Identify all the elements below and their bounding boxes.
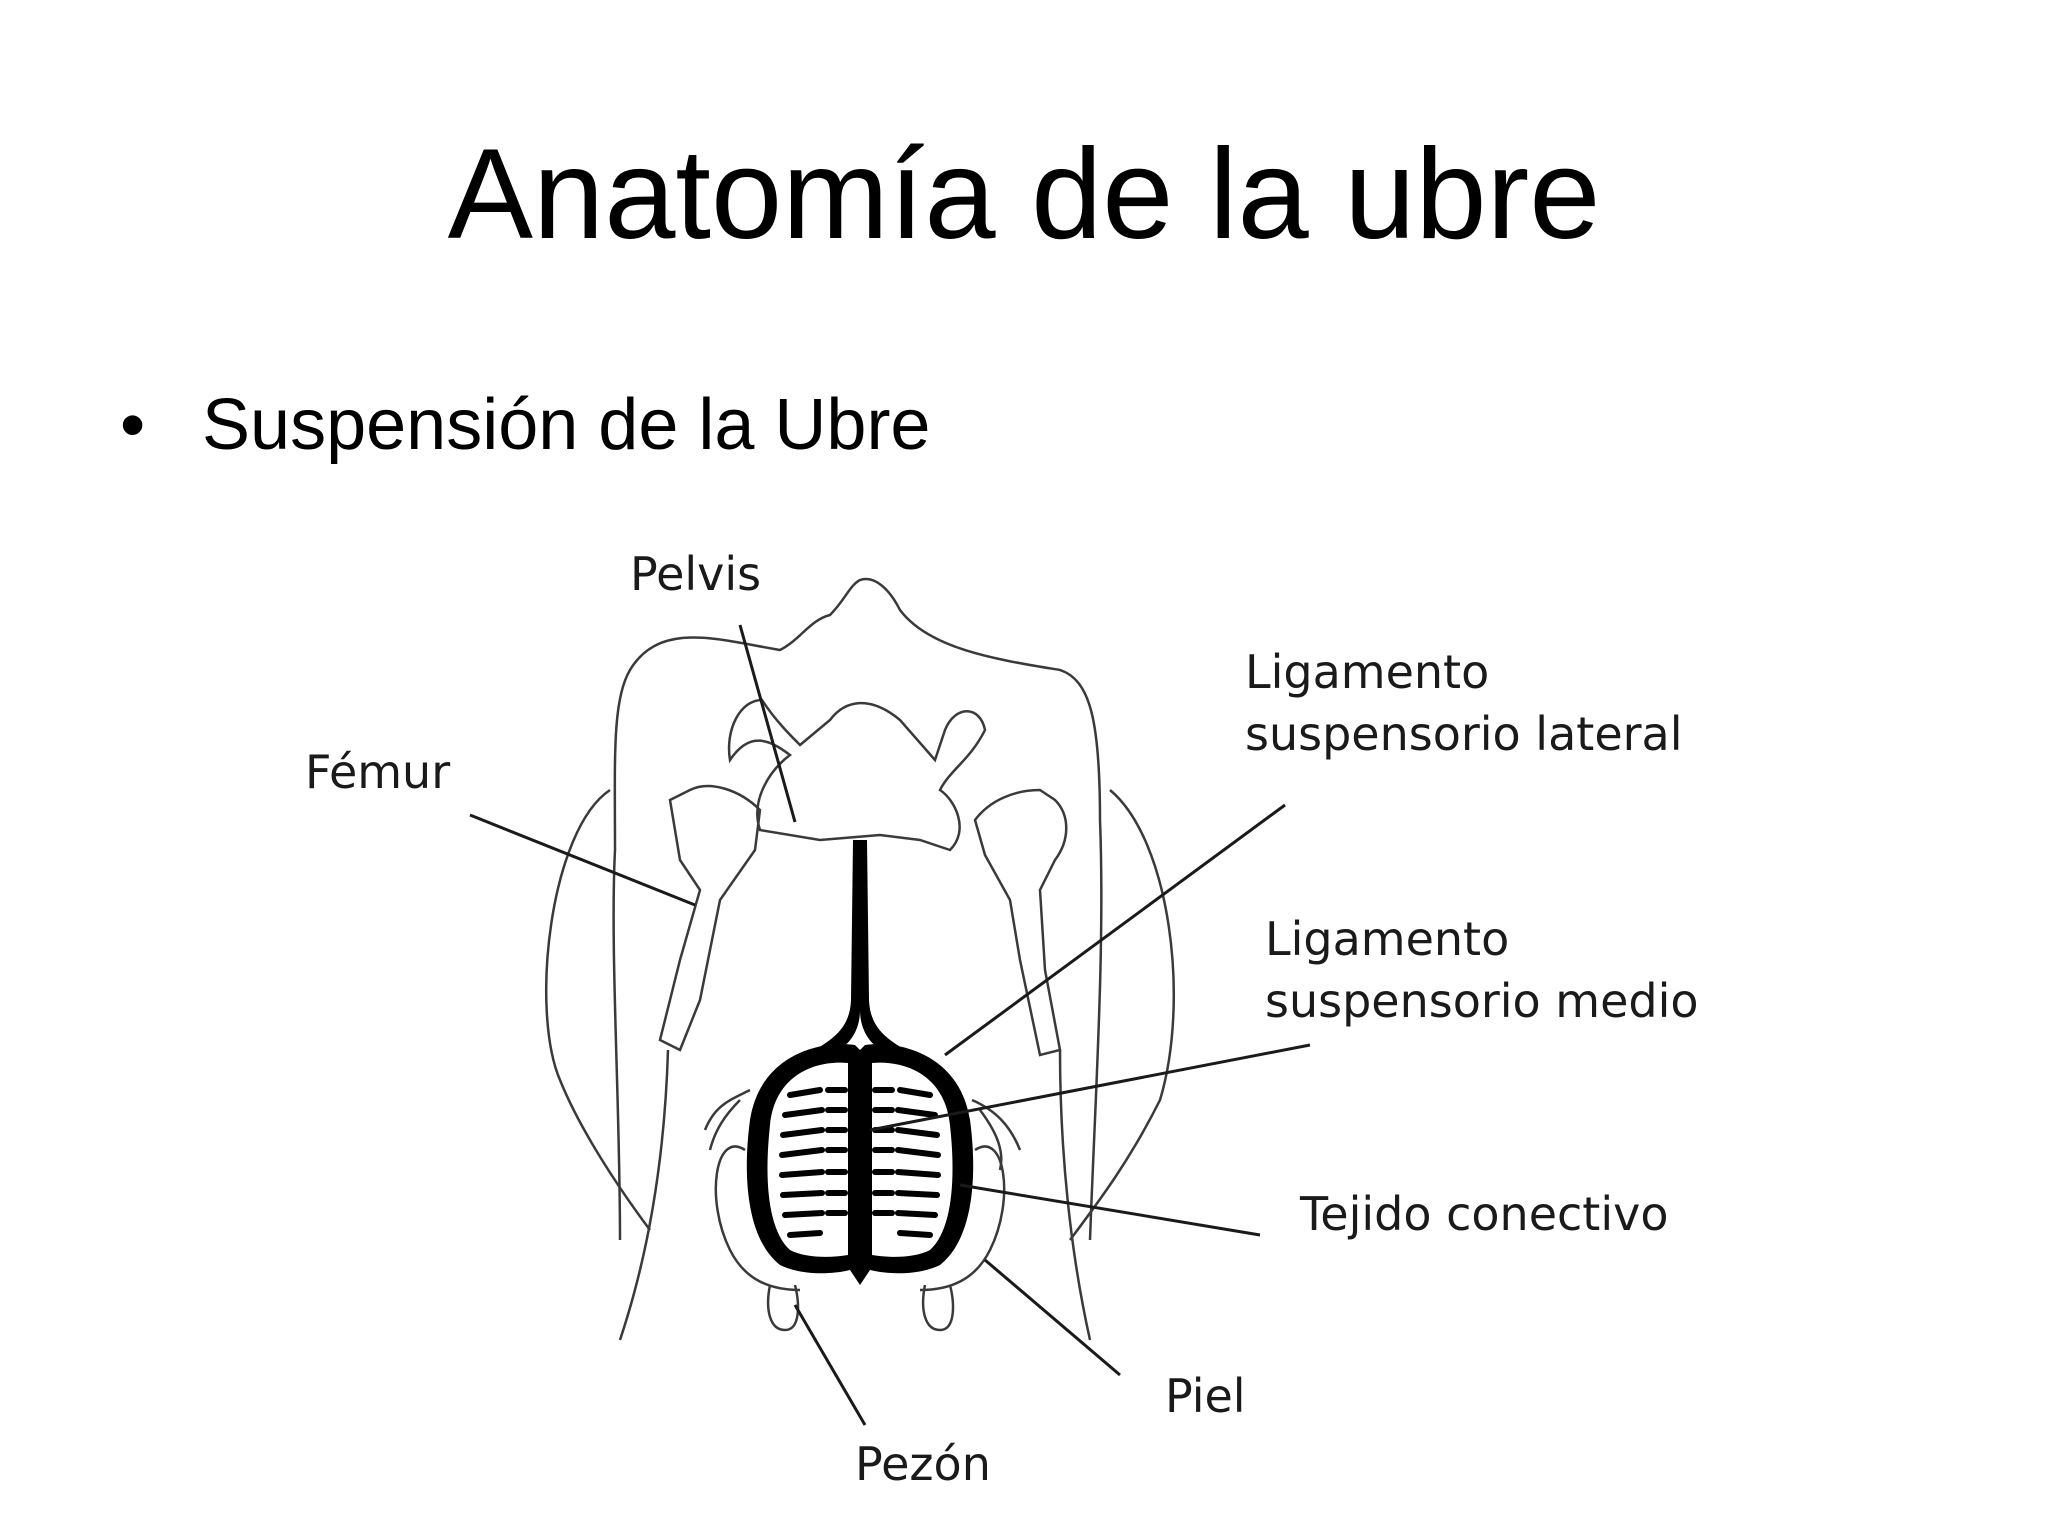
pelvis-bone: [727, 698, 987, 852]
label-connective-tissue: Tejido conectivo: [1299, 1187, 1668, 1241]
right-leg-line: [1058, 1049, 1092, 1341]
bullet-marker: •: [120, 385, 146, 465]
skin-fold-right: [919, 1145, 1006, 1292]
slide-title: Anatomía de la ubre: [447, 123, 1601, 266]
skin-fold-left: [714, 1145, 801, 1292]
teat-left: [766, 1284, 800, 1332]
leader-femur: [469, 813, 696, 907]
right-thigh-outline: [1068, 789, 1176, 1241]
leader-lines: [469, 624, 1311, 1426]
label-pelvis: Pelvis: [630, 547, 761, 601]
median-ligament-stem: [815, 840, 905, 1052]
bullet-item: • Suspensión de la Ubre: [120, 380, 930, 470]
label-lateral-ligament-line2: suspensorio lateral: [1245, 707, 1683, 761]
label-femur: Fémur: [305, 745, 450, 799]
leader-pelvis: [738, 624, 797, 823]
leader-medial-ligament: [869, 1043, 1311, 1132]
left-leg-line: [618, 1049, 670, 1341]
teat-right: [921, 1284, 955, 1332]
vessels-left: [703, 1088, 751, 1151]
left-thigh-outline: [544, 788, 652, 1231]
leader-teat: [793, 1304, 867, 1426]
label-teat: Pezón: [855, 1437, 991, 1491]
vessels-right: [971, 1098, 1022, 1171]
left-femur: [658, 784, 762, 1052]
right-femur: [973, 788, 1068, 1057]
leader-lateral-ligament: [944, 803, 1286, 1057]
label-lateral-ligament-line1: Ligamento: [1245, 645, 1489, 699]
leader-skin: [984, 1258, 1121, 1377]
label-medial-ligament-line2: suspensorio medio: [1265, 974, 1699, 1028]
leader-connective: [959, 1183, 1261, 1237]
label-medial-ligament-line1: Ligamento: [1265, 912, 1509, 966]
bullet-text: Suspensión de la Ubre: [202, 385, 931, 465]
body-outline: [612, 577, 1103, 1241]
label-skin: Piel: [1165, 1369, 1246, 1423]
